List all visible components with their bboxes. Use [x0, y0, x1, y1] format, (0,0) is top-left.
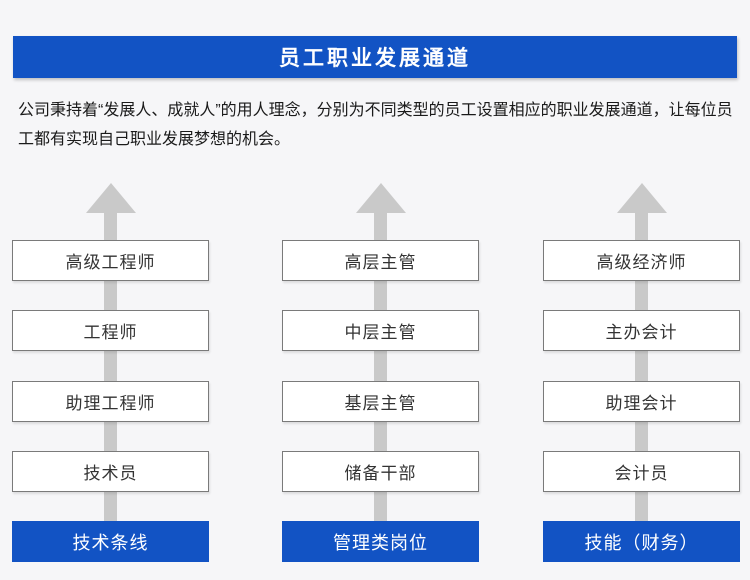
level-box: 技术员: [12, 451, 209, 492]
level-box: 储备干部: [282, 451, 479, 492]
up-arrow-shaft: [374, 213, 387, 521]
level-box: 高级经济师: [543, 240, 740, 281]
level-box: 主办会计: [543, 310, 740, 351]
level-box: 工程师: [12, 310, 209, 351]
level-box: 会计员: [543, 451, 740, 492]
level-box: 中层主管: [282, 310, 479, 351]
up-arrow-head: [85, 183, 136, 213]
up-arrow-head: [355, 183, 406, 213]
ladder-skill-finance: 高级经济师 主办会计 助理会计 会计员 技能（财务）: [543, 183, 740, 565]
level-box: 助理会计: [543, 381, 740, 422]
up-arrow-icon: [85, 183, 136, 523]
level-box: 基层主管: [282, 381, 479, 422]
intro-paragraph: 公司秉持着“发展人、成就人”的用人理念，分别为不同类型的员工设置相应的职业发展通…: [18, 102, 733, 148]
track-label-management: 管理类岗位: [282, 521, 479, 562]
up-arrow-shaft: [635, 213, 648, 521]
up-arrow-head: [616, 183, 667, 213]
ladder-management: 高层主管 中层主管 基层主管 储备干部 管理类岗位: [282, 183, 479, 565]
up-arrow-icon: [355, 183, 406, 523]
up-arrow-shaft: [104, 213, 117, 521]
up-arrow-icon: [616, 183, 667, 523]
level-box: 助理工程师: [12, 381, 209, 422]
page-title: 员工职业发展通道: [279, 47, 471, 70]
track-label-skill-finance: 技能（财务）: [543, 521, 740, 562]
level-box: 高级工程师: [12, 240, 209, 281]
ladder-technical: 高级工程师 工程师 助理工程师 技术员 技术条线: [12, 183, 209, 565]
title-banner: 员工职业发展通道: [13, 36, 737, 78]
track-label-technical: 技术条线: [12, 521, 209, 562]
level-box: 高层主管: [282, 240, 479, 281]
career-ladders: 高级工程师 工程师 助理工程师 技术员 技术条线 高层主管 中层主管 基层主管 …: [0, 183, 750, 565]
